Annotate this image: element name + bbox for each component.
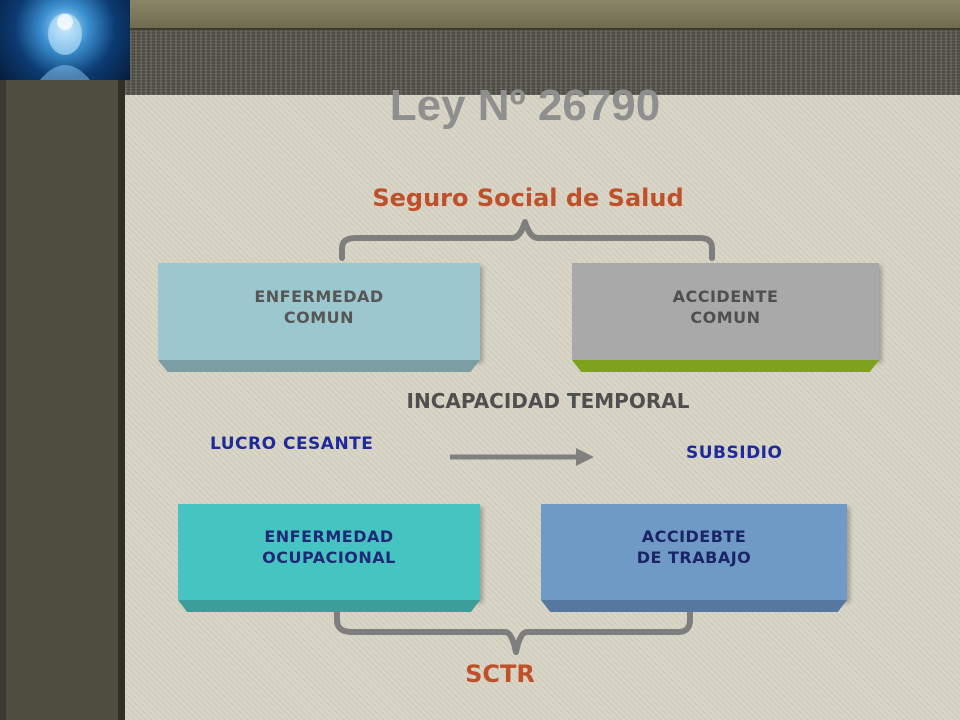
box-base: [541, 600, 847, 612]
enfermedad-ocupacional-box: ENFERMEDAD OCUPACIONAL: [178, 504, 480, 612]
incapacidad-temporal-label: INCAPACIDAD TEMPORAL: [406, 389, 690, 413]
enfermedad-comun-label: ENFERMEDAD COMUN: [254, 286, 384, 327]
box-base: [178, 600, 480, 612]
enfermedad-comun-box: ENFERMEDAD COMUN: [158, 263, 480, 372]
glowing-head-logo-icon: [0, 0, 130, 80]
seguro-social-label: Seguro Social de Salud: [372, 184, 684, 212]
accidente-comun-box: ACCIDENTE COMUN: [572, 263, 879, 372]
sctr-label: SCTR: [465, 660, 535, 688]
header-strip: [130, 0, 960, 30]
subsidio-label: SUBSIDIO: [686, 443, 783, 463]
accidente-trabajo-label: ACCIDEBTE DE TRABAJO: [636, 527, 752, 567]
accidente-trabajo-box: ACCIDEBTE DE TRABAJO: [541, 504, 847, 612]
box-base: [572, 360, 879, 372]
slide-title: Ley Nº 26790: [389, 81, 661, 130]
accidente-comun-label: ACCIDENTE COMUN: [672, 286, 779, 327]
box-base: [158, 360, 480, 372]
lucro-cesante-label: LUCRO CESANTE: [210, 434, 374, 454]
enfermedad-ocupacional-label: ENFERMEDAD OCUPACIONAL: [262, 527, 396, 567]
left-sidebar-bar: [0, 80, 125, 720]
